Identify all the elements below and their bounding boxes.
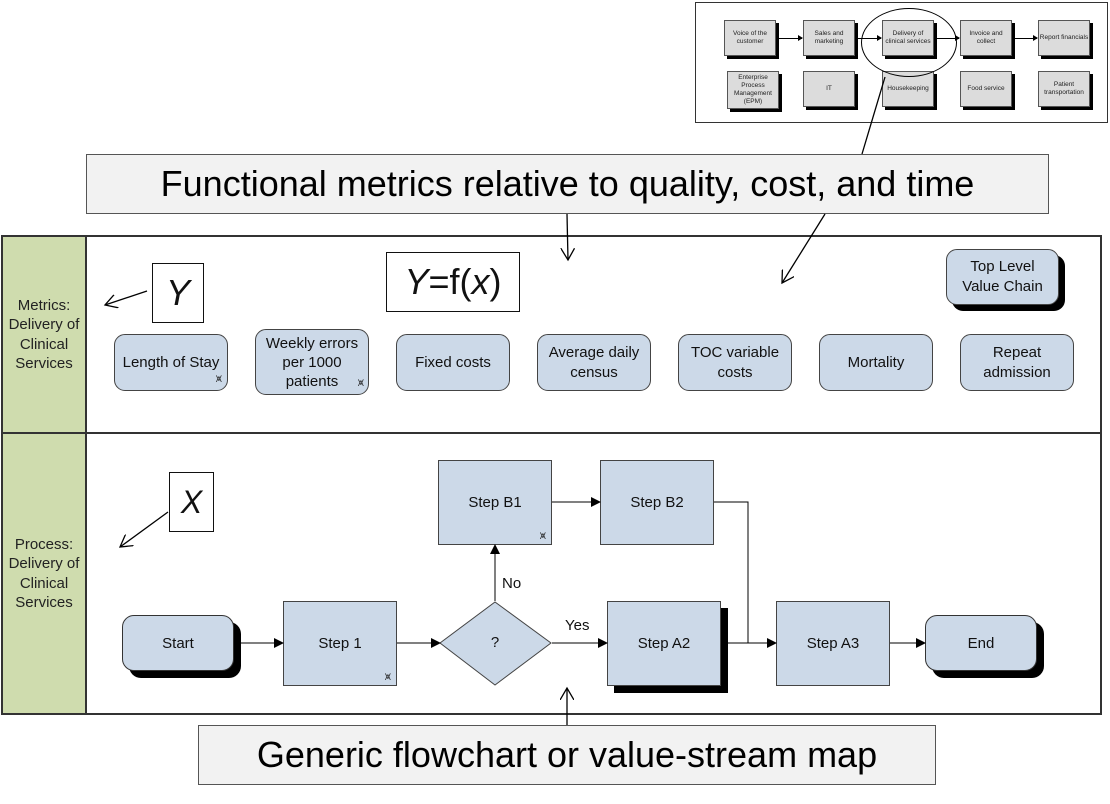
callout-functional-metrics: Functional metrics relative to quality, … [86, 154, 1049, 214]
flow-node-step-1[interactable]: Step 1 ⩙ [283, 601, 397, 686]
value-chain-box-voice-of-customer[interactable]: Voice of the customer [724, 20, 776, 56]
metric-fixed-costs[interactable]: Fixed costs [396, 334, 510, 391]
callout-generic-flowchart: Generic flowchart or value-stream map [198, 725, 936, 785]
value-chain-box-report-financials[interactable]: Report financials [1038, 20, 1090, 56]
top-level-value-chain-button[interactable]: Top Level Value Chain [946, 249, 1059, 305]
metric-weekly-errors[interactable]: Weekly errors per 1000 patients ⩙ [255, 329, 369, 395]
sigma-symbol-icon: ⩙ [384, 671, 391, 683]
value-chain-arrow [1013, 35, 1038, 41]
metric-average-daily-census[interactable]: Average daily census [537, 334, 651, 391]
sigma-symbol-icon: ⩙ [539, 530, 546, 542]
formula-text: Y=f(x) [404, 261, 502, 302]
value-chain-box-patient-transport[interactable]: Patient transportation [1038, 71, 1090, 107]
flow-node-step-b2[interactable]: Step B2 [600, 460, 714, 545]
flow-node-step-b1[interactable]: Step B1 ⩙ [438, 460, 552, 545]
decision-label: ? [490, 633, 500, 651]
formula-box: Y=f(x) [386, 252, 520, 312]
flow-node-decision[interactable] [438, 600, 554, 688]
value-chain-arrow [777, 35, 803, 41]
edge-label-yes: Yes [565, 617, 590, 634]
flow-node-step-a2[interactable]: Step A2 [607, 601, 721, 686]
flow-node-end[interactable]: End [925, 615, 1037, 671]
metric-length-of-stay[interactable]: Length of Stay ⩙ [114, 334, 228, 391]
value-chain-box-invoice-collect[interactable]: Invoice and collect [960, 20, 1012, 56]
value-chain-box-it[interactable]: IT [803, 71, 855, 107]
metric-repeat-admission[interactable]: Repeat admission [960, 334, 1074, 391]
sigma-symbol-icon: ⩙ [357, 377, 364, 389]
y-variable-box: Y [152, 263, 204, 323]
metric-toc-variable-costs[interactable]: TOC variable costs [678, 334, 792, 391]
flow-node-step-a3[interactable]: Step A3 [776, 601, 890, 686]
highlight-ellipse [861, 8, 957, 77]
edge-label-no: No [502, 575, 522, 592]
value-chain-box-epm[interactable]: Enterprise Process Management (EPM) [727, 71, 779, 109]
swimlane-label-process: Process: Delivery of Clinical Services [3, 434, 87, 713]
flow-node-start[interactable]: Start [122, 615, 234, 671]
sigma-symbol-icon: ⩙ [215, 373, 222, 385]
metric-mortality[interactable]: Mortality [819, 334, 933, 391]
swimlane-label-metrics: Metrics: Delivery of Clinical Services [3, 237, 87, 432]
x-variable-box: X [169, 472, 214, 532]
value-chain-box-sales-marketing[interactable]: Sales and marketing [803, 20, 855, 56]
value-chain-box-food-service[interactable]: Food service [960, 71, 1012, 107]
